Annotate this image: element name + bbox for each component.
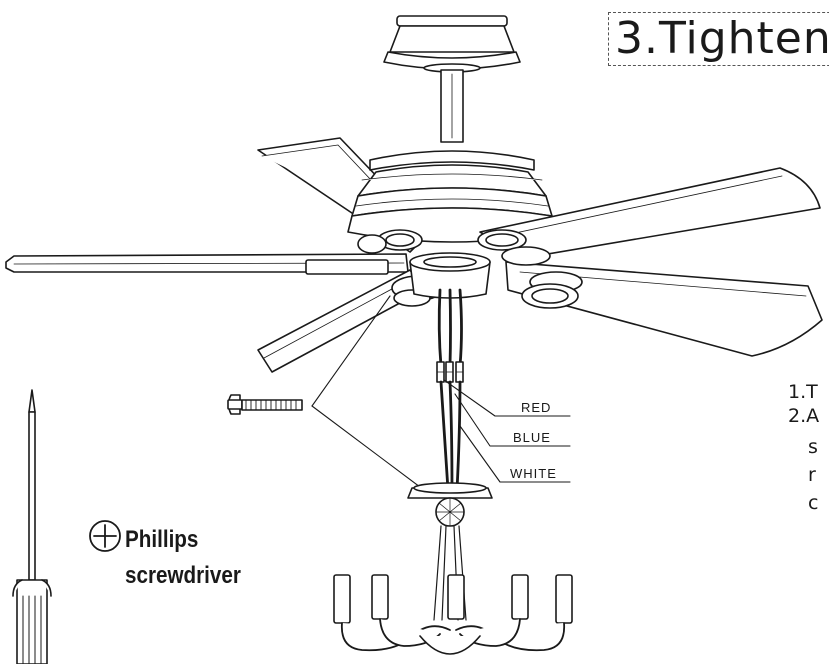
- step-2-line-3: r: [808, 464, 816, 486]
- step-2-line-4: c: [808, 492, 819, 514]
- wires: [436, 288, 464, 492]
- screw-icon: [227, 394, 303, 415]
- ceiling-canopy: [383, 15, 521, 73]
- wire-label-white: WHITE: [510, 466, 557, 481]
- blade-holders: [357, 229, 583, 309]
- light-kit: [333, 482, 573, 655]
- fan-blade-right-upper: [479, 167, 821, 259]
- screwdriver-icon: [12, 389, 52, 664]
- tool-name-line-1: Phillips: [125, 526, 199, 553]
- switch-housing: [409, 252, 491, 299]
- motor-housing: [347, 150, 557, 243]
- wire-label-blue: BLUE: [513, 430, 551, 445]
- step-2-text: 2.A: [788, 405, 820, 427]
- phillips-head-icon: [89, 520, 121, 552]
- tool-name-line-2: screwdriver: [125, 562, 241, 589]
- downrod: [440, 69, 464, 143]
- screw-pointer-lines: [311, 295, 433, 497]
- step-2-line-2: s: [808, 436, 818, 458]
- step-1-text: 1.T: [788, 381, 818, 403]
- fan-blade-right-lower: [505, 261, 823, 357]
- fan-blade-left: [5, 253, 409, 275]
- wire-leader-lines: [443, 379, 571, 483]
- page-title: 3.Tighten: [608, 12, 829, 66]
- wire-label-red: RED: [521, 400, 552, 415]
